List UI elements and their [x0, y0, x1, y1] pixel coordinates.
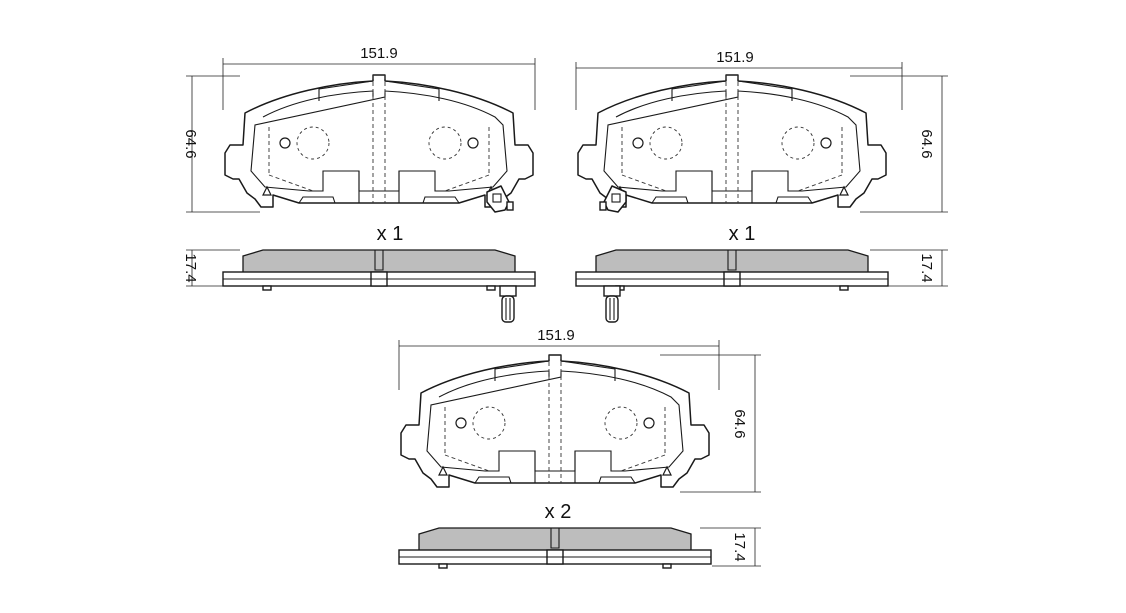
pad-1-height-dimension: 64.6 — [182, 75, 260, 213]
pad-2-face-view — [577, 74, 887, 208]
pad-2-thickness-label: 17.4 — [918, 253, 935, 282]
pad-1-quantity-label: x 1 — [377, 223, 404, 245]
pad-3-thickness-dimension: 17.4 — [700, 527, 761, 567]
pad-1-width-dimension: 151.9 — [222, 45, 536, 110]
pad-1-height-label: 64.6 — [182, 129, 199, 158]
pad-2-height-dimension: 64.6 — [850, 75, 948, 213]
pad-1-width-label: 151.9 — [360, 45, 398, 62]
pad-1-side-view — [222, 249, 536, 291]
pad-3: 151.9 64.6 x 2 17.4 — [398, 327, 761, 569]
pad-2-wear-sensor-side — [603, 285, 621, 323]
pad-2-side-view — [575, 249, 889, 291]
pad-2-thickness-dimension: 17.4 — [870, 249, 948, 287]
pad-1: 151.9 64.6 x 1 17.4 — [182, 45, 536, 323]
pad-1-thickness-label: 17.4 — [182, 253, 199, 282]
pad-3-thickness-label: 17.4 — [731, 532, 748, 561]
pad-2-quantity-label: x 1 — [729, 223, 756, 245]
pad-1-wear-sensor-side — [499, 285, 517, 323]
pad-3-height-label: 64.6 — [731, 409, 748, 438]
pad-1-face-view — [224, 74, 534, 208]
pad-2-width-dimension: 151.9 — [575, 49, 903, 110]
pad-3-width-label: 151.9 — [537, 327, 575, 344]
pad-3-height-dimension: 64.6 — [660, 354, 761, 493]
pad-2: 151.9 64.6 x 1 17.4 — [575, 49, 948, 323]
pad-1-thickness-dimension: 17.4 — [182, 249, 240, 287]
pad-3-quantity-label: x 2 — [545, 501, 572, 523]
pad-3-face-view — [400, 354, 710, 488]
pad-2-width-label: 151.9 — [716, 49, 754, 66]
pad-2-height-label: 64.6 — [918, 129, 935, 158]
pad-3-width-dimension: 151.9 — [398, 327, 720, 390]
pad-3-side-view — [398, 527, 712, 569]
